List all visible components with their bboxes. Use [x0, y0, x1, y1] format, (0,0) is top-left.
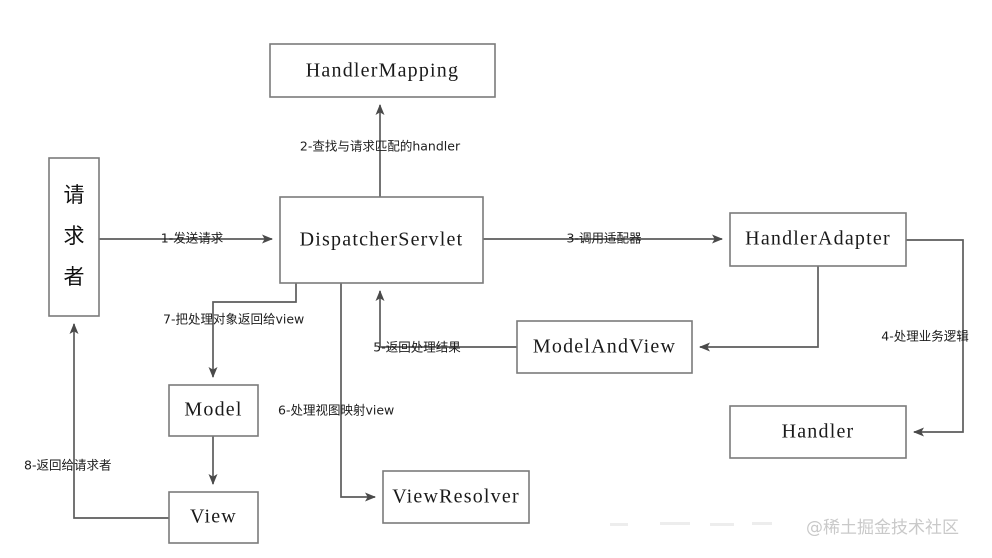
edge-label-4: 4-处理业务逻辑	[881, 329, 968, 344]
edge-label-7: 7-把处理对象返回给view	[163, 312, 304, 327]
node-requester-char-1: 请	[64, 183, 85, 207]
edge-label-8: 8-返回给请求者	[24, 458, 111, 473]
node-requester-char-2: 求	[64, 224, 85, 248]
edge-label-6: 6-处理视图映射view	[278, 403, 394, 418]
node-view-label: View	[190, 506, 237, 528]
node-dispatcher-servlet[interactable]: DispatcherServlet	[279, 196, 484, 284]
edge-label-group: 1-发送请求 2-查找与请求匹配的handler 3-调用适配器 4-处理业务逻…	[24, 139, 969, 473]
edge-7-return-object-to-view	[208, 283, 297, 378]
node-requester[interactable]: 请 求 者	[48, 157, 100, 317]
edge-4-business-logic	[906, 239, 964, 437]
node-model-and-view-label: ModelAndView	[533, 336, 676, 358]
node-view[interactable]: View	[168, 491, 259, 544]
edge-6-view-mapping	[340, 283, 376, 502]
node-group: 请 求 者 HandlerMapping DispatcherServlet H…	[48, 43, 907, 544]
node-view-resolver[interactable]: ViewResolver	[382, 470, 530, 524]
node-model[interactable]: Model	[168, 384, 259, 437]
node-handler-adapter[interactable]: HandlerAdapter	[729, 212, 907, 267]
node-handler[interactable]: Handler	[729, 405, 907, 459]
edge-label-3: 3-调用适配器	[567, 231, 642, 246]
watermark-text: @稀土掘金技术社区	[806, 518, 959, 538]
node-handler-mapping[interactable]: HandlerMapping	[269, 43, 496, 98]
node-handler-label: Handler	[782, 421, 855, 443]
node-model-label: Model	[184, 399, 242, 421]
node-handler-mapping-label: HandlerMapping	[306, 60, 459, 82]
edge-label-2: 2-查找与请求匹配的handler	[300, 139, 461, 154]
edge-5-return-result	[375, 290, 517, 348]
node-view-resolver-label: ViewResolver	[392, 486, 520, 508]
watermark-group: @稀土掘金技术社区	[610, 518, 959, 538]
edge-label-5: 5-返回处理结果	[373, 340, 461, 355]
node-dispatcher-servlet-label: DispatcherServlet	[300, 229, 464, 251]
node-handler-adapter-label: HandlerAdapter	[745, 228, 891, 250]
node-requester-char-3: 者	[64, 265, 85, 289]
edge-8-return-to-requester	[69, 323, 169, 519]
node-model-and-view[interactable]: ModelAndView	[516, 320, 693, 374]
edge-group	[69, 104, 964, 519]
edge-9-adapter-to-modelandview	[699, 266, 819, 352]
edge-label-1: 1-发送请求	[161, 231, 224, 246]
